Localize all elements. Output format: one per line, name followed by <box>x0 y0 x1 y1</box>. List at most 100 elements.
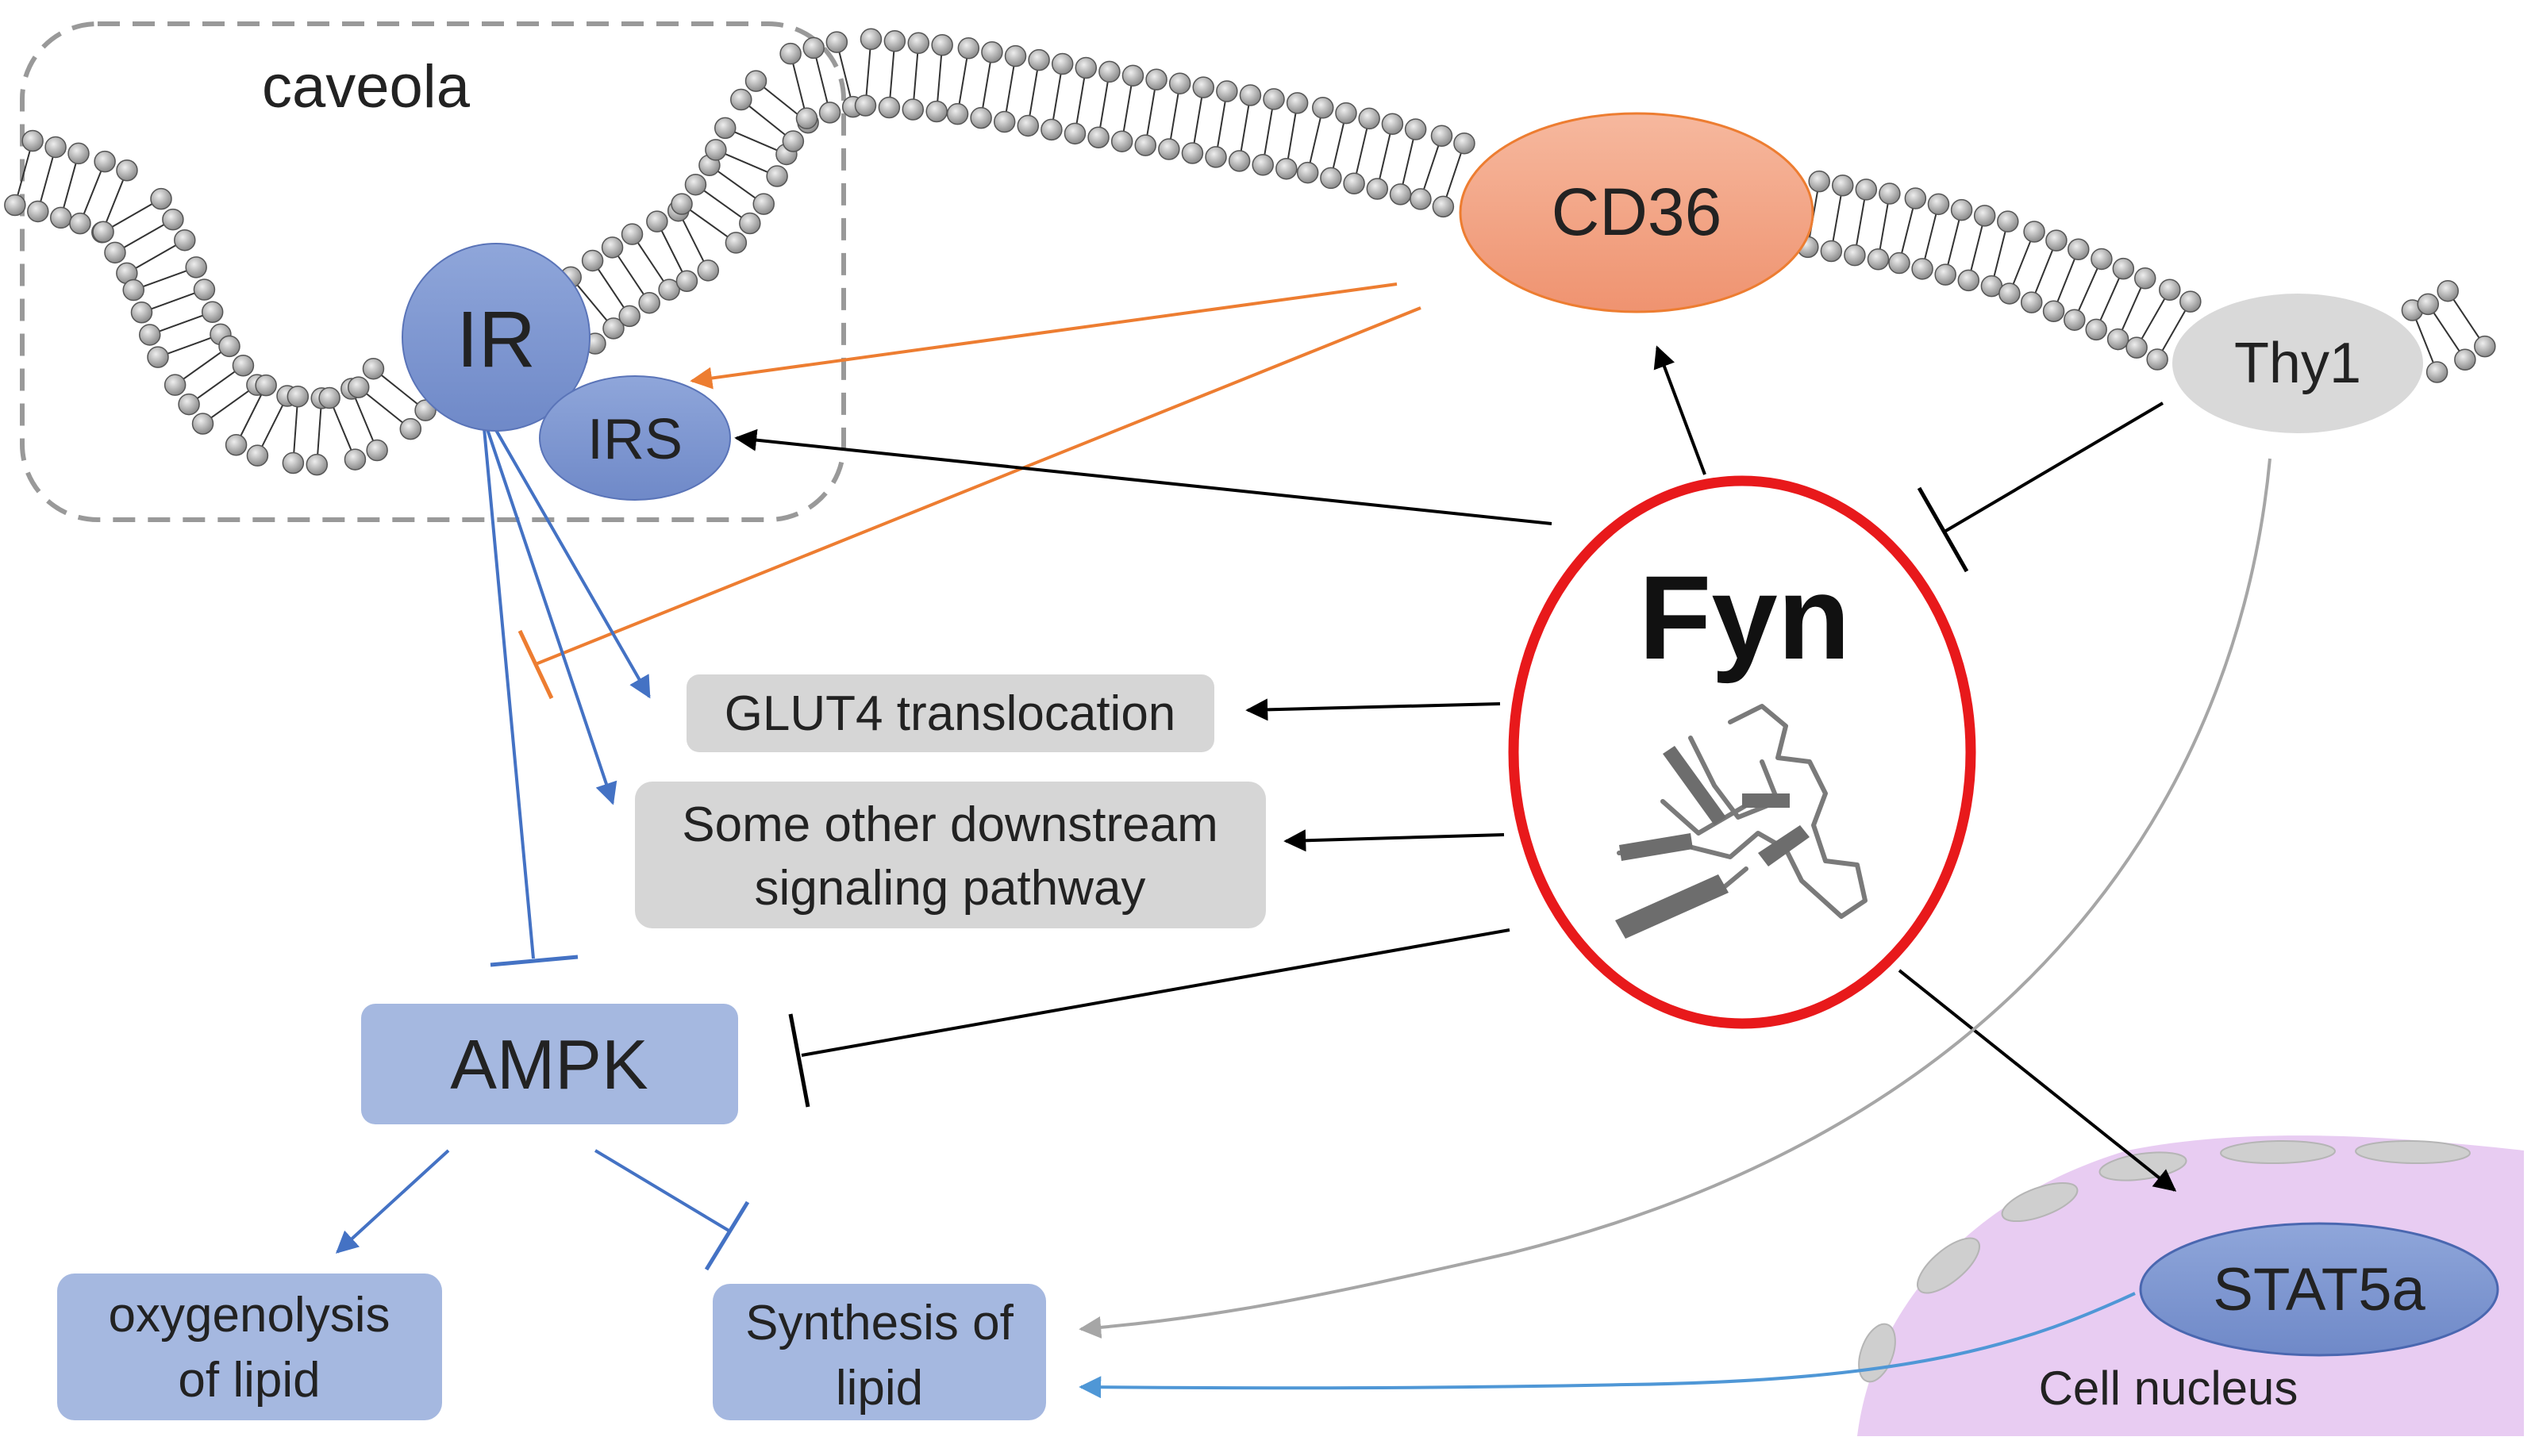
lipid-head <box>1844 244 1866 267</box>
lipid-head <box>1192 76 1215 98</box>
lipid-head <box>2159 279 2181 301</box>
lipid-head <box>2023 221 2045 243</box>
lipid-head <box>1950 198 1973 221</box>
lipid-head <box>1134 134 1157 156</box>
thy1-node: Thy1 <box>2172 294 2423 433</box>
lipid-head <box>1432 195 1455 218</box>
lipid-head <box>1430 125 1453 147</box>
lipid-tail <box>317 408 322 455</box>
ampk-inhibit-synthesis-bar <box>704 1201 750 1271</box>
lipid-head <box>2179 290 2202 313</box>
lipid-head <box>67 142 90 165</box>
lipid-head <box>1404 118 1427 140</box>
lipid-head <box>2474 335 2496 358</box>
lipid-head <box>860 28 883 51</box>
ir-label: IR <box>456 295 536 384</box>
lipid-head <box>21 129 44 152</box>
lipid-head <box>581 249 604 272</box>
lipid-head <box>1832 175 1854 197</box>
fyn-to-glut4-arrow <box>1245 698 1501 721</box>
lipid-head <box>1410 188 1432 210</box>
lipid-tail <box>660 230 683 273</box>
lipid-head <box>957 37 980 60</box>
lipid-tail <box>792 63 806 109</box>
cell-nucleus-label: Cell nucleus <box>2039 1362 2298 1415</box>
lipid-tail <box>2034 249 2054 294</box>
lipid-tail <box>2078 267 2098 311</box>
lipid-head <box>306 453 329 476</box>
lipid-tail <box>1309 117 1321 163</box>
lipid-tail <box>1005 66 1015 112</box>
lipid-head <box>902 98 925 121</box>
thy1-to-synthesis-curve <box>1079 458 2271 1339</box>
lipid-tail <box>637 242 664 282</box>
lipid-tail <box>1970 225 1983 271</box>
lipid-tail <box>1264 109 1273 156</box>
lipid-tail <box>1052 74 1062 120</box>
lipid-tail <box>982 62 991 108</box>
lipid-tail <box>151 292 195 310</box>
lipid-head <box>282 451 305 474</box>
lipid-head <box>1041 118 1063 141</box>
fyn-to-irs-arrow <box>734 428 1552 525</box>
oxygenolysis-line2: of lipid <box>178 1353 320 1408</box>
lipid-head <box>178 393 200 416</box>
lipid-tail <box>2121 287 2142 331</box>
lipid-tail <box>576 284 608 321</box>
lipid-head <box>970 106 992 129</box>
lipid-head <box>1017 114 1040 137</box>
lipid-head <box>344 448 367 471</box>
lipid-tail <box>725 153 768 173</box>
lipid-tail <box>2161 309 2187 352</box>
oxygenolysis-line1: oxygenolysis <box>109 1288 390 1343</box>
lipid-tail <box>83 171 102 214</box>
lipid-head <box>697 259 720 282</box>
lipid-tail <box>111 203 153 228</box>
lipid-head <box>825 31 848 53</box>
lipid-tail <box>2141 298 2166 340</box>
lipid-head <box>993 110 1016 133</box>
lipid-head <box>714 117 737 140</box>
lipid-tail <box>1146 89 1156 136</box>
lipid-tail <box>1879 203 1889 250</box>
lipid-tail <box>1240 105 1250 152</box>
lipid-head <box>931 34 953 56</box>
lipid-tail <box>889 51 895 98</box>
lipid-tail <box>703 190 742 218</box>
lipid-head <box>878 96 901 119</box>
lipid-tail <box>1947 219 1960 265</box>
lipid-head <box>1934 263 1956 286</box>
lipid-head <box>163 374 187 396</box>
lipid-tail <box>380 375 418 405</box>
lipid-head <box>1263 88 1285 110</box>
lipid-head <box>1216 80 1238 102</box>
lipid-head <box>1098 60 1121 83</box>
lipid-head <box>193 279 216 301</box>
cd36-inhibit-ir-bar <box>517 629 554 700</box>
lipid-tail <box>617 255 644 295</box>
lipid-tail <box>764 86 801 117</box>
lipid-tail <box>1993 231 2006 277</box>
lipid-tail <box>1029 70 1038 116</box>
lipid-tail <box>682 219 705 262</box>
lipid-head <box>1028 48 1050 71</box>
lipid-head <box>1051 52 1074 75</box>
lipid-head <box>162 208 184 231</box>
lipid-head <box>1343 172 1365 194</box>
lipid-head <box>1973 205 1996 227</box>
lipid-head <box>705 139 727 161</box>
lipid-head <box>2042 300 2065 323</box>
other-pathway-line1: Some other downstream <box>682 797 1217 852</box>
lipid-head <box>1358 107 1380 130</box>
lipid-head <box>116 159 138 182</box>
fyn-protein-sheets-icon <box>1615 746 1810 939</box>
lipid-head <box>1808 170 1830 193</box>
lipid-head <box>2064 309 2086 331</box>
lipid-head <box>601 236 624 259</box>
lipid-head <box>69 212 91 235</box>
lipid-head <box>1252 154 1274 176</box>
lipid-head <box>1145 68 1167 91</box>
lipid-tail <box>1423 145 1440 190</box>
lipid-head <box>246 444 269 467</box>
thy1-label: Thy1 <box>2234 332 2361 395</box>
